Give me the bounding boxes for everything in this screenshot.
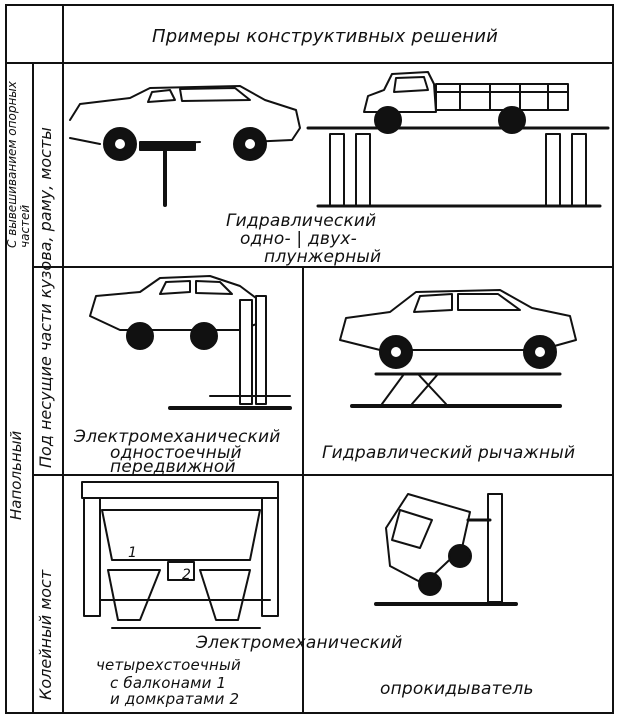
top-left-subdivider [5,62,33,64]
sedan-on-mobile-post-illustration [89,275,292,410]
label-column-divider [62,4,64,714]
table-border-top [5,4,614,6]
tilter-illustration [374,493,518,606]
caption-electromech-single-3: передвижной [110,457,236,477]
callout-2: 2 [182,567,192,583]
four-post-lift-illustration [81,481,279,629]
caption-electromech-four-4: и домкратами 2 [110,690,240,708]
caption-electromech-four-1: Электромеханический [196,633,403,653]
header-divider [33,62,614,64]
cell-divider-row2 [302,266,304,476]
caption-electromech-four-3: с балконами 1 [110,674,227,692]
table-border-right [612,4,614,714]
caption-electromech-single-1: Электромеханический [74,427,281,447]
sedan-on-scissor-lift-illustration [339,289,577,408]
caption-hydraulic-plunger-1: Гидравлический [226,211,377,231]
callout-1: 1 [128,545,138,561]
row-divider-1 [33,266,614,268]
table-border-left [5,4,7,714]
caption-hydraulic-lever: Гидравлический рычажный [322,443,576,463]
page-title: Примеры конструктивных решений [152,26,499,47]
sedan-on-plunger-illustration [69,85,301,207]
cell-divider-row3 [302,474,304,714]
truck-on-two-plungers-illustration [306,71,610,208]
group-column-divider [32,62,34,714]
caption-tilter: опрокидыватель [380,679,534,699]
caption-hydraulic-plunger-2: одно- | двух- [240,229,357,249]
caption-hydraulic-plunger-3: плунжерный [264,247,382,267]
row-divider-2 [33,474,614,476]
caption-electromech-four-2: четырехстоечный [96,656,241,674]
caption-electromech-single-2: одностоечный [110,443,242,463]
table-border-bottom [5,712,614,714]
